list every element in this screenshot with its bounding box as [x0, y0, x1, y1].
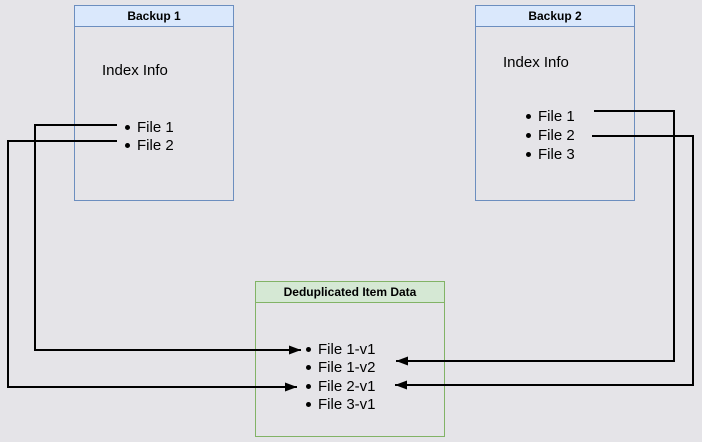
- list-item: File 2: [526, 126, 575, 145]
- dedup-item-label: File 3-v1: [318, 396, 376, 414]
- bullet-icon: [526, 152, 531, 157]
- backup1-subtitle: Index Info: [102, 62, 168, 79]
- dedup-title: Deduplicated Item Data: [283, 285, 417, 299]
- backup2-box: Backup 2 Index Info File 1 File 2 File 3: [475, 5, 635, 201]
- bullet-icon: [125, 124, 130, 130]
- list-item: File 1-v2: [306, 359, 376, 378]
- dedup-item-label: File 2-v1: [318, 377, 376, 395]
- backup2-file-label: File 2: [538, 127, 575, 144]
- backup1-file-label: File 1: [137, 118, 174, 136]
- list-item: File 3-v1: [306, 396, 376, 415]
- backup2-file-list: File 1 File 2 File 3: [526, 107, 575, 164]
- dedup-box: Deduplicated Item Data File 1-v1 File 1-…: [255, 281, 445, 437]
- bullet-icon: [306, 346, 311, 352]
- list-item: File 1: [125, 118, 174, 136]
- backup1-box: Backup 1 Index Info File 1 File 2: [74, 5, 234, 201]
- list-item: File 1: [526, 107, 575, 126]
- backup2-file-label: File 3: [538, 146, 575, 163]
- list-item: File 2-v1: [306, 377, 376, 396]
- backup1-file-list: File 1 File 2: [125, 118, 174, 154]
- backup1-title: Backup 1: [127, 9, 181, 23]
- bullet-icon: [526, 114, 531, 119]
- bullet-icon: [306, 365, 311, 371]
- dedup-file-list: File 1-v1 File 1-v2 File 2-v1 File 3-v1: [306, 340, 376, 414]
- backup1-file-label: File 2: [137, 136, 174, 154]
- backup1-header: Backup 1: [75, 6, 233, 27]
- backup2-subtitle: Index Info: [503, 54, 569, 71]
- list-item: File 3: [526, 145, 575, 164]
- list-item: File 1-v1: [306, 340, 376, 359]
- list-item: File 2: [125, 136, 174, 154]
- backup2-title: Backup 2: [528, 9, 582, 23]
- bullet-icon: [306, 402, 311, 408]
- bullet-icon: [526, 133, 531, 138]
- dedup-item-label: File 1-v1: [318, 340, 376, 358]
- bullet-icon: [125, 142, 130, 148]
- backup2-header: Backup 2: [476, 6, 634, 27]
- dedup-header: Deduplicated Item Data: [256, 282, 444, 303]
- dedup-item-label: File 1-v2: [318, 359, 376, 377]
- bullet-icon: [306, 383, 311, 389]
- backup2-file-label: File 1: [538, 108, 575, 125]
